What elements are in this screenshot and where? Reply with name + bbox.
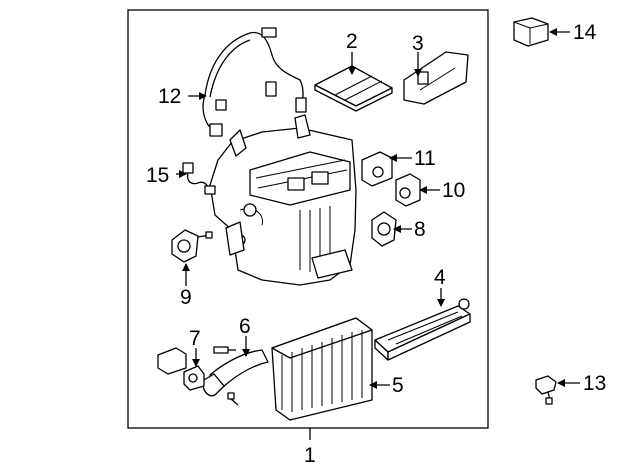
sensor-part-13 bbox=[535, 375, 557, 405]
callout-1: 1 bbox=[304, 444, 316, 467]
callout-13: 13 bbox=[583, 372, 606, 395]
relay-part-14 bbox=[513, 17, 549, 47]
sensor-part-15 bbox=[182, 162, 216, 195]
expansion-valve-part bbox=[157, 347, 205, 391]
assembly-frame bbox=[127, 9, 489, 429]
air-filter-part bbox=[314, 65, 393, 112]
callout-15: 15 bbox=[146, 164, 169, 187]
callout-14: 14 bbox=[573, 21, 597, 44]
heater-case-part bbox=[209, 114, 357, 286]
evaporator-part bbox=[271, 317, 373, 421]
callout-6: 6 bbox=[239, 315, 251, 338]
callout-7: 7 bbox=[189, 327, 201, 350]
callout-8: 8 bbox=[414, 218, 426, 241]
actuator-part-10 bbox=[395, 173, 421, 207]
callout-4: 4 bbox=[434, 266, 446, 289]
callout-11: 11 bbox=[414, 147, 436, 170]
wiring-harness-part bbox=[202, 27, 307, 137]
pipe-part-6 bbox=[202, 346, 269, 406]
servo-part-8 bbox=[371, 211, 397, 247]
actuator-part-11 bbox=[361, 151, 393, 187]
heater-core-part bbox=[374, 298, 471, 361]
callout-2: 2 bbox=[346, 30, 358, 53]
callout-12: 12 bbox=[158, 85, 181, 108]
filter-cover-part bbox=[403, 51, 469, 105]
callout-3: 3 bbox=[412, 32, 424, 55]
motor-part-9 bbox=[171, 229, 213, 263]
callout-5: 5 bbox=[392, 374, 404, 397]
callout-10: 10 bbox=[442, 179, 465, 202]
callout-9: 9 bbox=[180, 286, 192, 309]
